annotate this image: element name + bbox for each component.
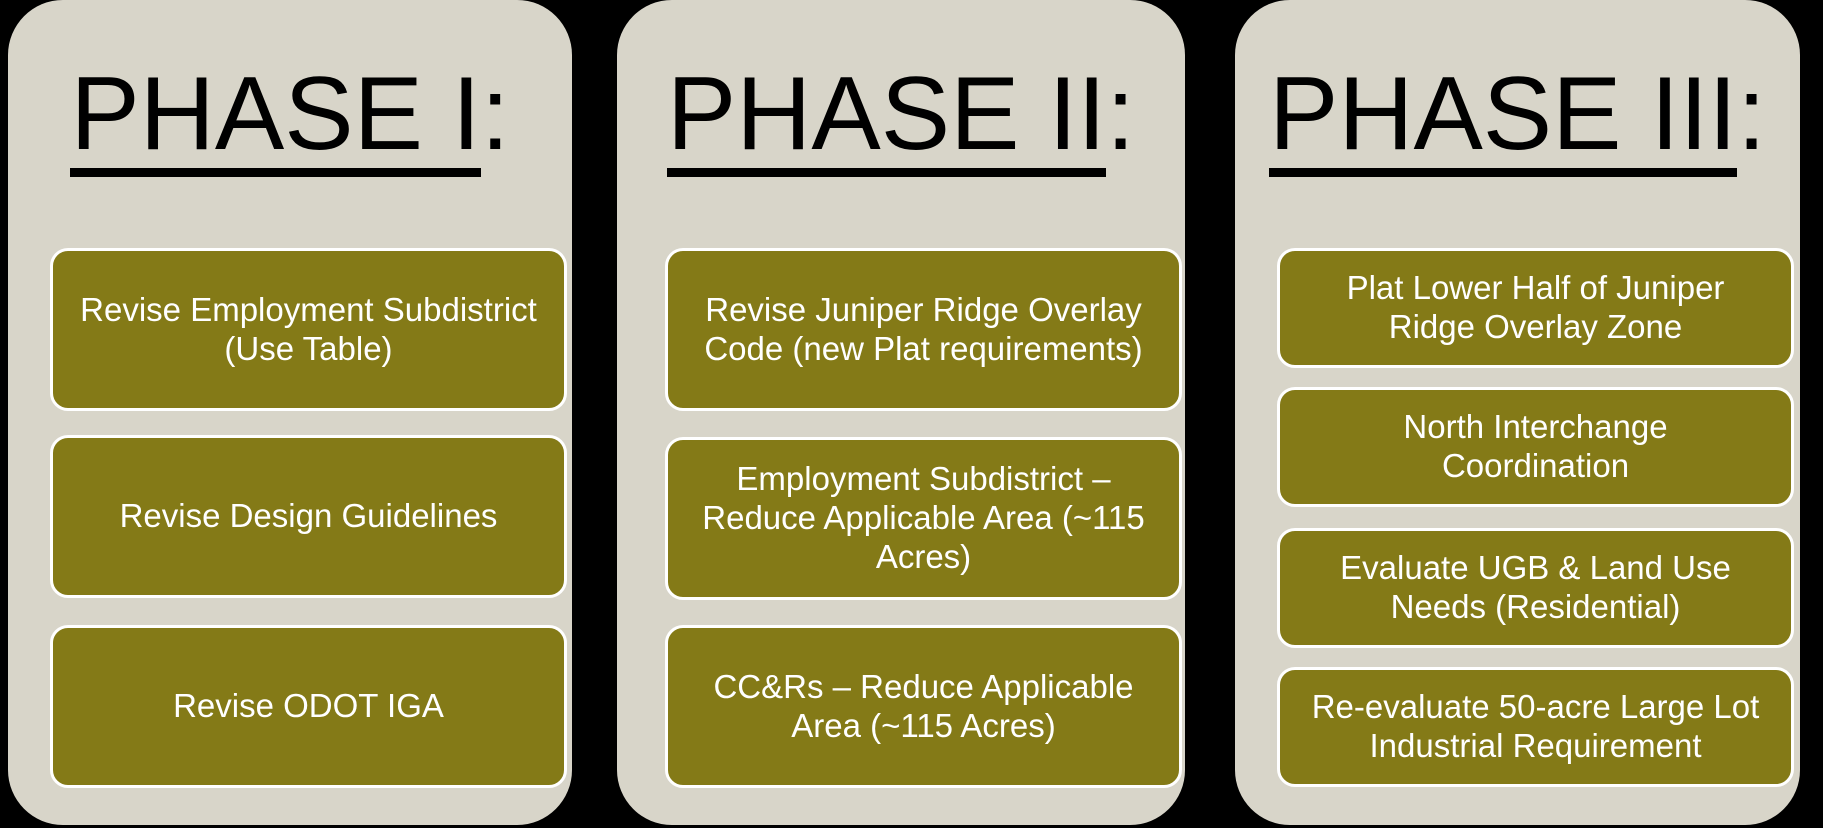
task-label: Employment Subdistrict – Reduce Applicab…: [702, 460, 1145, 575]
task-label: North Interchange Coordination: [1403, 408, 1668, 484]
phase-title: PHASE III: [1268, 60, 1738, 178]
phase-heading: PHASE III:: [1235, 56, 1800, 178]
task-box: Revise Design Guidelines: [50, 435, 567, 598]
task-box: Revise Employment Subdistrict (Use Table…: [50, 248, 567, 411]
phase-title: PHASE II: [666, 60, 1107, 178]
phase-colon: :: [1106, 56, 1136, 172]
phase-column-2: PHASE II: Revise Juniper Ridge Overlay C…: [617, 0, 1185, 825]
task-box: North Interchange Coordination: [1277, 387, 1794, 507]
task-label: Plat Lower Half of Juniper Ridge Overlay…: [1346, 269, 1725, 345]
task-box: Employment Subdistrict – Reduce Applicab…: [665, 437, 1182, 600]
task-box: Evaluate UGB & Land Use Needs (Residenti…: [1277, 528, 1794, 648]
task-label: Revise Employment Subdistrict (Use Table…: [80, 290, 537, 367]
phase-colon: :: [1737, 56, 1767, 172]
task-label: Revise ODOT IGA: [173, 687, 444, 725]
phase-colon: :: [480, 56, 510, 172]
task-box: Revise ODOT IGA: [50, 625, 567, 788]
task-box: Plat Lower Half of Juniper Ridge Overlay…: [1277, 248, 1794, 368]
task-label: Revise Design Guidelines: [119, 497, 498, 535]
task-box: CC&Rs – Reduce Applicable Area (~115 Acr…: [665, 625, 1182, 788]
phase-heading: PHASE II:: [617, 56, 1185, 178]
task-box: Re-evaluate 50-acre Large Lot Industrial…: [1277, 667, 1794, 787]
task-label: Re-evaluate 50-acre Large Lot Industrial…: [1311, 688, 1760, 764]
phase-column-1: PHASE I: Revise Employment Subdistrict (…: [8, 0, 572, 825]
task-label: Evaluate UGB & Land Use Needs (Residenti…: [1340, 549, 1731, 625]
phase-column-3: PHASE III: Plat Lower Half of Juniper Ri…: [1235, 0, 1800, 825]
phase-title: PHASE I: [70, 60, 481, 178]
task-box: Revise Juniper Ridge Overlay Code (new P…: [665, 248, 1182, 411]
task-label: CC&Rs – Reduce Applicable Area (~115 Acr…: [713, 667, 1134, 744]
task-label: Revise Juniper Ridge Overlay Code (new P…: [704, 290, 1143, 367]
phase-heading: PHASE I:: [8, 56, 572, 178]
